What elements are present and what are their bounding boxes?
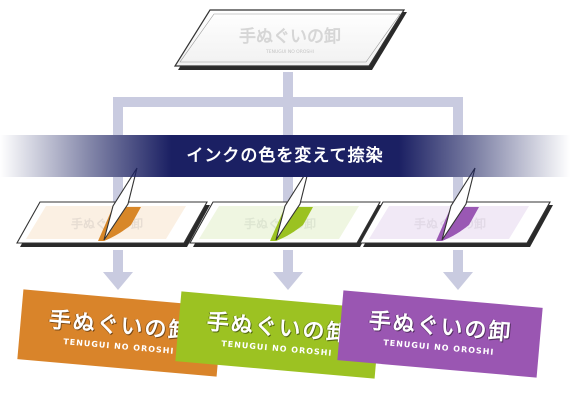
print-station-purple: 手ぬぐいの卸 <box>359 167 553 247</box>
banner-label: インクの色を変えて捺染 <box>186 146 384 166</box>
down-arrows <box>103 250 473 290</box>
arrow-right <box>443 250 473 290</box>
top-screen-board: 手ぬぐいの卸 TENUGUI NO OROSHI <box>173 9 407 70</box>
print-station-orange: 手ぬぐいの卸 <box>16 167 210 247</box>
arrow-center <box>273 250 303 290</box>
top-screen-logo: 手ぬぐいの卸 <box>239 26 341 47</box>
top-screen-sub: TENUGUI NO OROSHI <box>265 49 314 55</box>
arrow-left <box>103 250 133 290</box>
banner-background <box>0 135 570 177</box>
process-banner: インクの色を変えて捺染 <box>0 135 570 177</box>
connector-lines <box>113 72 463 205</box>
print-station-green: 手ぬぐいの卸 <box>189 167 383 247</box>
